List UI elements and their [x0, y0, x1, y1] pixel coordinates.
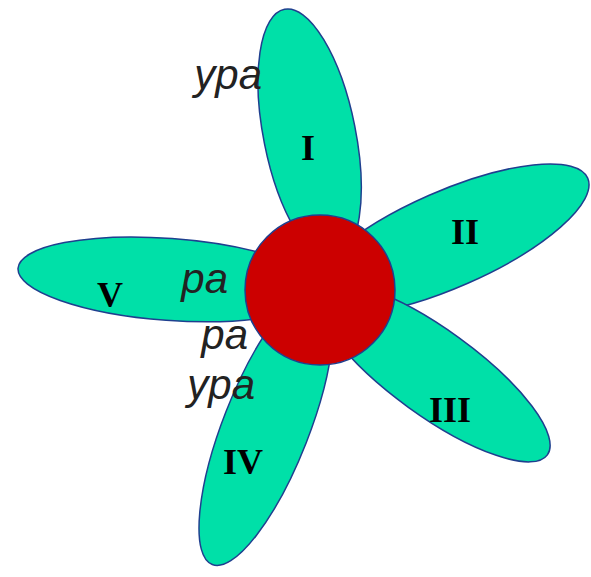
petal: V [18, 237, 320, 322]
petal-number: V [97, 277, 123, 313]
petal: I [258, 9, 361, 261]
petal-shape [317, 283, 550, 462]
petal-shape [18, 237, 320, 322]
petal-number: I [301, 130, 315, 166]
text-fragment: ура [187, 362, 255, 408]
text-fragment: ура [194, 52, 262, 98]
petal-number: IV [223, 444, 263, 480]
petal-outline [295, 255, 573, 489]
centre-circle [245, 215, 395, 365]
petal-number: II [451, 214, 479, 250]
text-fragment: ра [201, 312, 248, 358]
petal-number: III [429, 392, 471, 428]
petal: III [317, 283, 550, 462]
petal-outline [240, 0, 380, 269]
petal-outline [15, 227, 323, 331]
text-fragment: ра [181, 256, 228, 302]
